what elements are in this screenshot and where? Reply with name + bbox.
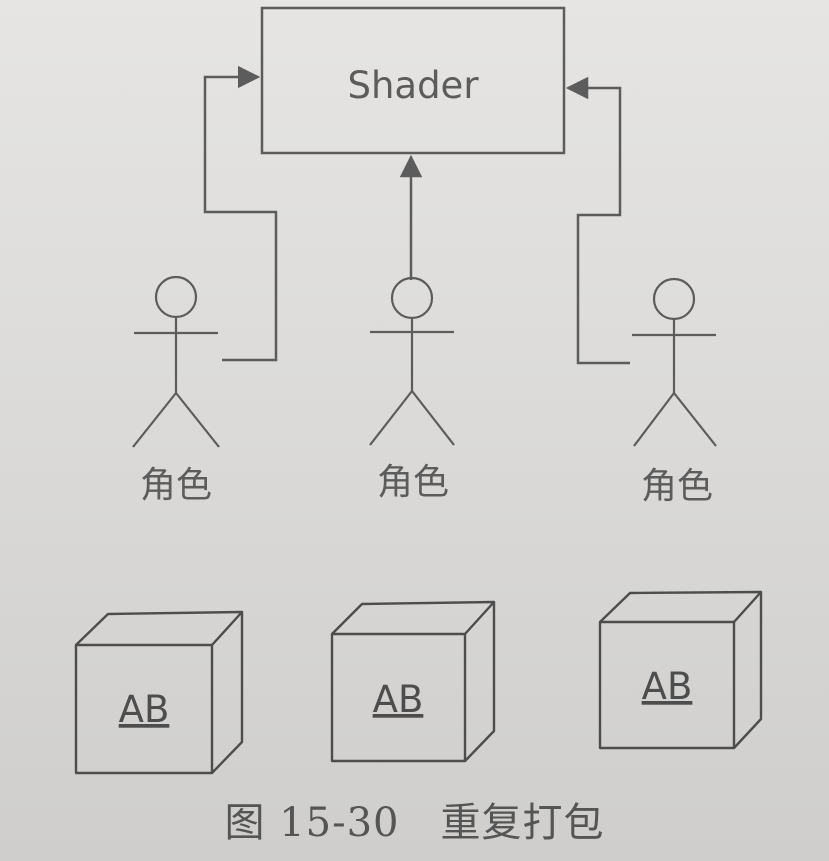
ab-cube-center-side <box>464 602 496 762</box>
connectors <box>203 65 630 365</box>
actor-right <box>632 277 717 447</box>
ab-cube-right-label: AB <box>642 665 693 708</box>
actor-center <box>369 276 455 446</box>
ab-cube-left-side <box>211 612 244 774</box>
ab-cube-right-top <box>599 590 763 623</box>
ab-cube-left-label: AB <box>119 688 170 731</box>
shader-label: Shader <box>347 64 479 107</box>
figure-caption: 图 15-30 重复打包 <box>224 800 605 846</box>
ab-cube-right-front <box>598 620 736 750</box>
left-connector-arrow <box>203 65 278 362</box>
actor-left-head <box>154 275 198 319</box>
ab-cube-right <box>598 590 763 750</box>
ab-cube-center-label: AB <box>373 678 424 721</box>
actor-right-label: 角色 <box>641 466 713 507</box>
actor-center-label: 角色 <box>377 462 449 503</box>
ab-cube-center <box>330 600 496 763</box>
actor-left <box>132 275 220 448</box>
actor-left-leg-r <box>175 392 220 448</box>
actor-center-leg-l <box>369 390 413 446</box>
ab-cube-left <box>74 610 244 775</box>
actor-right-head <box>652 277 696 321</box>
actor-left-leg-l <box>132 392 177 448</box>
ab-cube-left-top <box>75 610 244 646</box>
right-connector-arrow <box>565 76 630 365</box>
actor-right-leg-l <box>633 392 675 447</box>
shader-rect <box>260 6 566 155</box>
actor-left-label: 角色 <box>140 465 212 506</box>
ab-cube-right-side <box>733 592 763 749</box>
ab-cube-center-front <box>330 632 467 763</box>
actor-center-leg-r <box>411 390 455 446</box>
shader-box: Shader <box>260 6 566 155</box>
actor-right-leg-r <box>673 392 717 447</box>
ab-cube-center-top <box>331 600 496 635</box>
actor-center-head <box>390 276 434 320</box>
ab-cube-left-front <box>74 643 214 775</box>
